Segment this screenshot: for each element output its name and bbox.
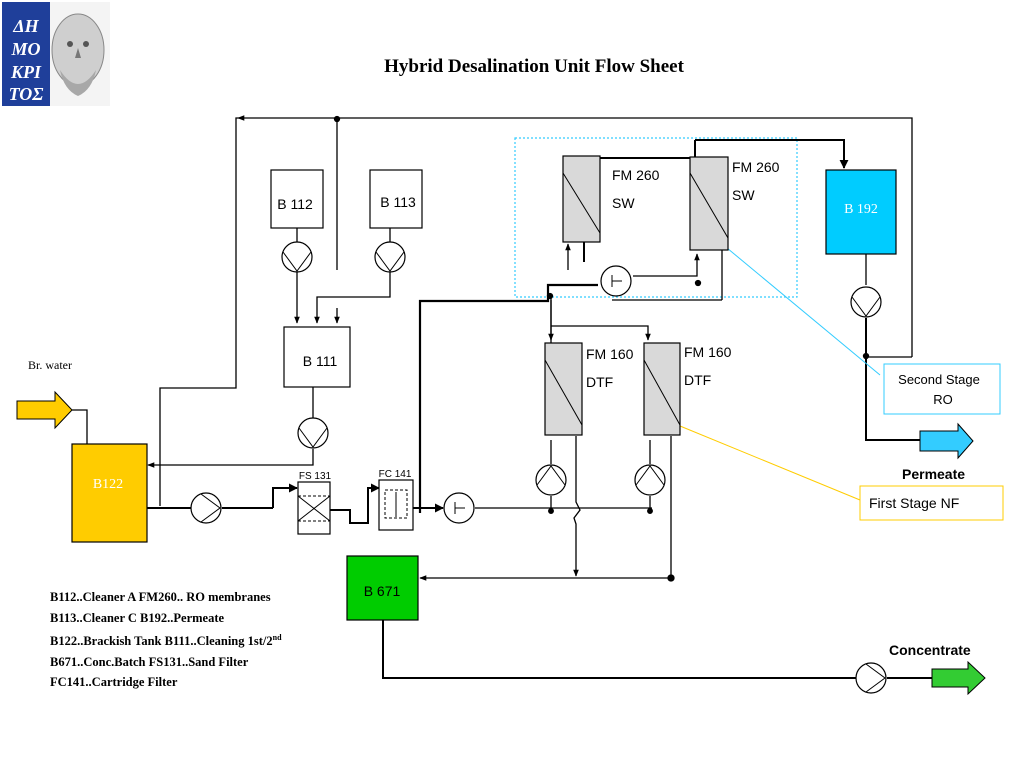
svg-text:B122: B122	[93, 477, 123, 492]
svg-text:ΚΡΙ: ΚΡΙ	[10, 62, 42, 82]
tank-b112: B 112	[270, 169, 324, 229]
svg-text:FM 260: FM 260	[612, 167, 660, 183]
pump-nf-a	[535, 464, 567, 496]
svg-text:DTF: DTF	[586, 374, 613, 390]
pump-nf-b	[634, 464, 666, 496]
second-stage-ro-callout: Second Stage RO	[883, 363, 1001, 415]
first-stage-nf-callout: First Stage NF	[859, 485, 1004, 521]
svg-text:FS 131: FS 131	[299, 471, 332, 482]
membrane-fm160-b: FM 160 DTF	[643, 342, 732, 436]
ro-module-boundary	[514, 137, 798, 298]
br-water-arrow	[16, 390, 73, 430]
membrane-fm160-a: FM 160 DTF	[544, 342, 634, 436]
tank-b122: B122	[71, 443, 148, 543]
tank-b111: B 111	[283, 326, 351, 388]
pipe-network	[72, 115, 932, 679]
cartridge-filter-fc141: FC 141	[378, 469, 414, 531]
svg-text:First Stage NF: First Stage NF	[869, 495, 959, 511]
svg-text:FM 160: FM 160	[684, 344, 732, 360]
svg-text:ΤΟΣ: ΤΟΣ	[9, 84, 44, 104]
pump-b112	[281, 241, 313, 273]
svg-text:FC 141: FC 141	[379, 469, 412, 480]
permeate-arrow	[919, 422, 974, 460]
concentrate-arrow	[931, 660, 986, 696]
legend-line: B113..Cleaner C B192..Permeate	[50, 610, 225, 625]
svg-text:B 671: B 671	[364, 583, 401, 599]
svg-text:SW: SW	[732, 187, 755, 203]
legend: B112..Cleaner A FM260.. RO membranes B11…	[50, 587, 282, 693]
tank-b192: B 192	[825, 169, 897, 255]
high-pressure-pump-nf	[443, 492, 475, 524]
pump-b111	[297, 417, 329, 449]
membrane-fm260-a: FM 260 SW	[562, 155, 660, 243]
svg-text:B 111: B 111	[303, 353, 338, 369]
svg-text:RO: RO	[933, 392, 953, 407]
svg-text:ΜΟ: ΜΟ	[10, 39, 40, 59]
legend-line: B671..Conc.Batch FS131..Sand Filter	[50, 654, 249, 669]
svg-text:SW: SW	[612, 195, 635, 211]
legend-line: B122..Brackish Tank B111..Cleaning 1st/2…	[50, 633, 282, 649]
svg-text:B 112: B 112	[277, 196, 313, 212]
svg-text:FM 160: FM 160	[586, 346, 634, 362]
tank-b671: B 671	[346, 555, 419, 621]
page-title: Hybrid Desalination Unit Flow Sheet	[384, 56, 684, 77]
pump-b113	[374, 241, 406, 273]
tank-b113: B 113	[369, 169, 423, 229]
pump-concentrate	[855, 662, 887, 694]
concentrate-label: Concentrate	[889, 642, 971, 658]
legend-line: FC141..Cartridge Filter	[50, 675, 178, 690]
demokritos-logo: ΔΗ ΜΟ ΚΡΙ ΤΟΣ	[2, 2, 110, 106]
high-pressure-pump-ro	[600, 265, 632, 297]
svg-text:B 113: B 113	[380, 194, 416, 210]
nf-callout-leader	[679, 425, 861, 501]
legend-line: B112..Cleaner A FM260.. RO membranes	[50, 590, 271, 604]
svg-text:DTF: DTF	[684, 372, 711, 388]
br-water-label: Br. water	[28, 358, 72, 372]
membrane-fm260-b: FM 260 SW	[689, 156, 780, 251]
sand-filter-fs131: FS 131	[297, 471, 332, 535]
pump-permeate	[850, 286, 882, 318]
svg-text:Second Stage: Second Stage	[898, 372, 980, 387]
ro-callout-leader	[726, 247, 881, 376]
pump-feed	[190, 492, 222, 524]
svg-text:ΔΗ: ΔΗ	[12, 16, 39, 36]
permeate-label: Permeate	[902, 466, 965, 482]
svg-text:B 192: B 192	[844, 202, 878, 217]
svg-text:FM 260: FM 260	[732, 159, 780, 175]
